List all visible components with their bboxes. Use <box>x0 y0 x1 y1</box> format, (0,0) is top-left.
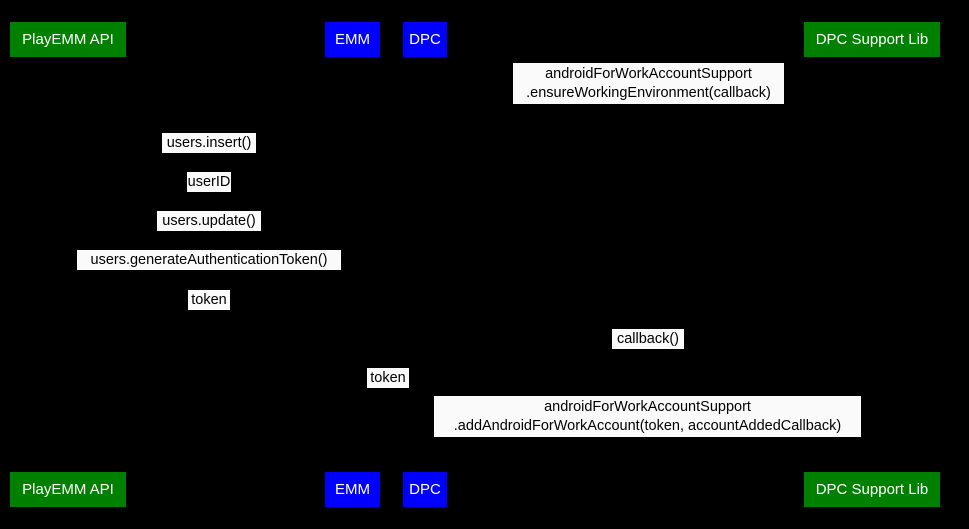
message-label-users-generate-authentication-token: users.generateAuthenticationToken() <box>77 250 341 270</box>
message-label-users-insert: users.insert() <box>162 133 256 153</box>
participant-footer-dpc-support-lib: DPC Support Lib <box>804 472 940 507</box>
message-text: users.update() <box>162 212 256 229</box>
participant-footer-emm: EMM <box>325 472 380 507</box>
message-text: .ensureWorkingEnvironment(callback) <box>526 84 771 101</box>
participant-label: EMM <box>335 481 370 498</box>
participant-label: DPC <box>409 31 441 48</box>
participant-footer-dpc: DPC <box>403 472 447 507</box>
message-label-users-update: users.update() <box>157 211 261 231</box>
participant-label: PlayEMM API <box>22 481 114 498</box>
message-label-add-android-for-work-account: androidForWorkAccountSupport .addAndroidF… <box>434 396 861 437</box>
participant-label: EMM <box>335 31 370 48</box>
lifeline-playemm-api <box>68 57 69 472</box>
participant-header-dpc-support-lib: DPC Support Lib <box>804 22 940 57</box>
message-label-token-to-emm: token <box>188 290 230 310</box>
message-label-callback: callback() <box>612 329 684 349</box>
message-text: callback() <box>616 330 680 347</box>
message-label-token-to-dpc: token <box>367 368 409 388</box>
message-text: androidForWorkAccountSupport <box>545 65 752 82</box>
participant-label: DPC <box>409 481 441 498</box>
participant-label: DPC Support Lib <box>815 31 929 48</box>
participant-label: PlayEMM API <box>22 31 114 48</box>
lifeline-emm <box>352 57 354 472</box>
message-text: token <box>370 369 406 386</box>
lifeline-dpc-support-lib <box>872 57 873 472</box>
message-label-user-id: userID <box>187 172 231 192</box>
participant-header-dpc: DPC <box>403 22 447 57</box>
message-text: users.insert() <box>166 134 252 151</box>
participant-header-playemm-api: PlayEMM API <box>10 22 126 57</box>
message-text: userID <box>187 173 231 190</box>
lifeline-dpc <box>425 57 426 472</box>
participant-header-emm: EMM <box>325 22 380 57</box>
participant-footer-playemm-api: PlayEMM API <box>10 472 126 507</box>
message-text: androidForWorkAccountSupport <box>544 398 751 415</box>
message-text: .addAndroidForWorkAccount(token, account… <box>453 417 842 434</box>
message-text: users.generateAuthenticationToken() <box>90 251 328 268</box>
participant-label: DPC Support Lib <box>815 481 929 498</box>
message-text: token <box>191 291 227 308</box>
message-label-ensure-working-environment: androidForWorkAccountSupport .ensureWorki… <box>513 63 784 104</box>
